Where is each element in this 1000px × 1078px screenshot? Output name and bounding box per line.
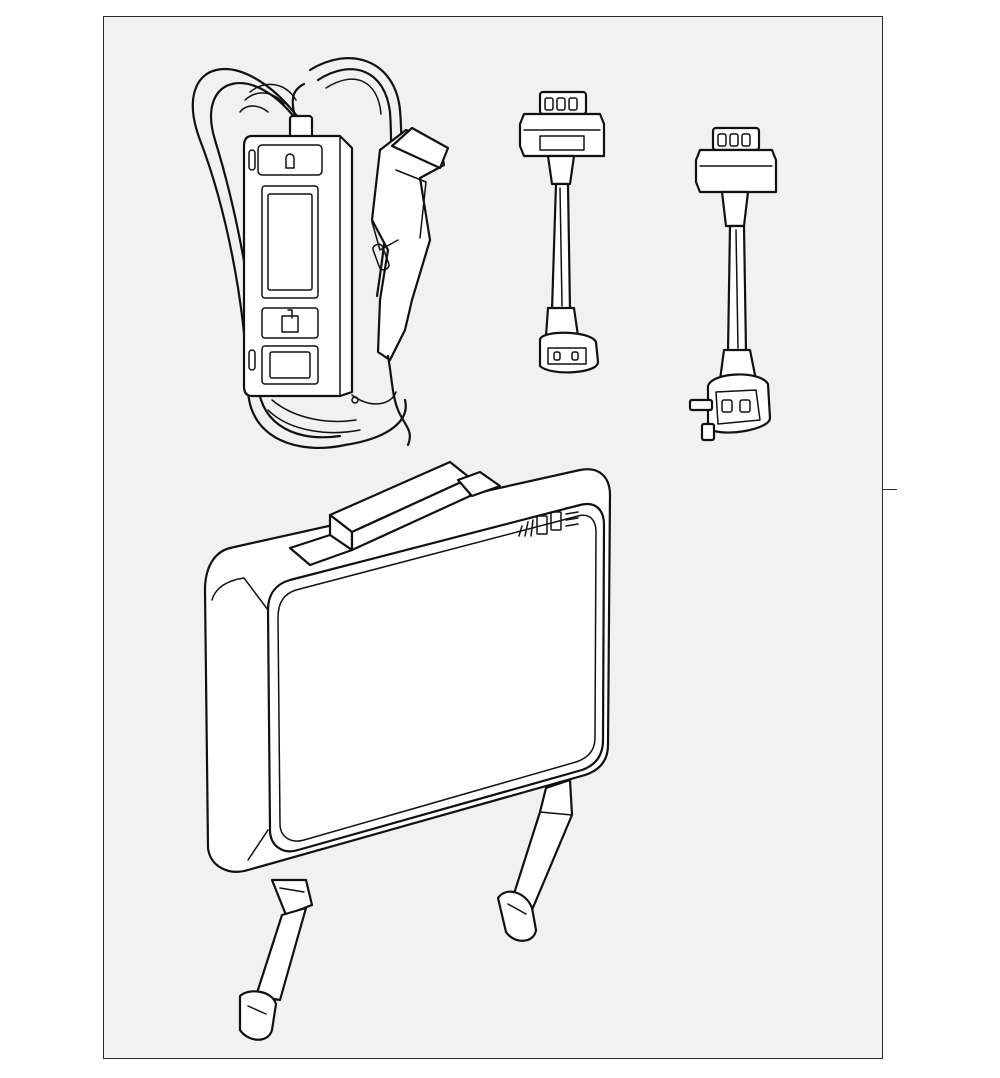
- storage-case-icon: [203, 460, 612, 1041]
- adapter-uk-plug-icon: [688, 126, 778, 442]
- adapter-round-plug-icon: [518, 90, 606, 374]
- charger-cable-icon: [191, 57, 450, 449]
- callout-leader-line: [883, 489, 897, 490]
